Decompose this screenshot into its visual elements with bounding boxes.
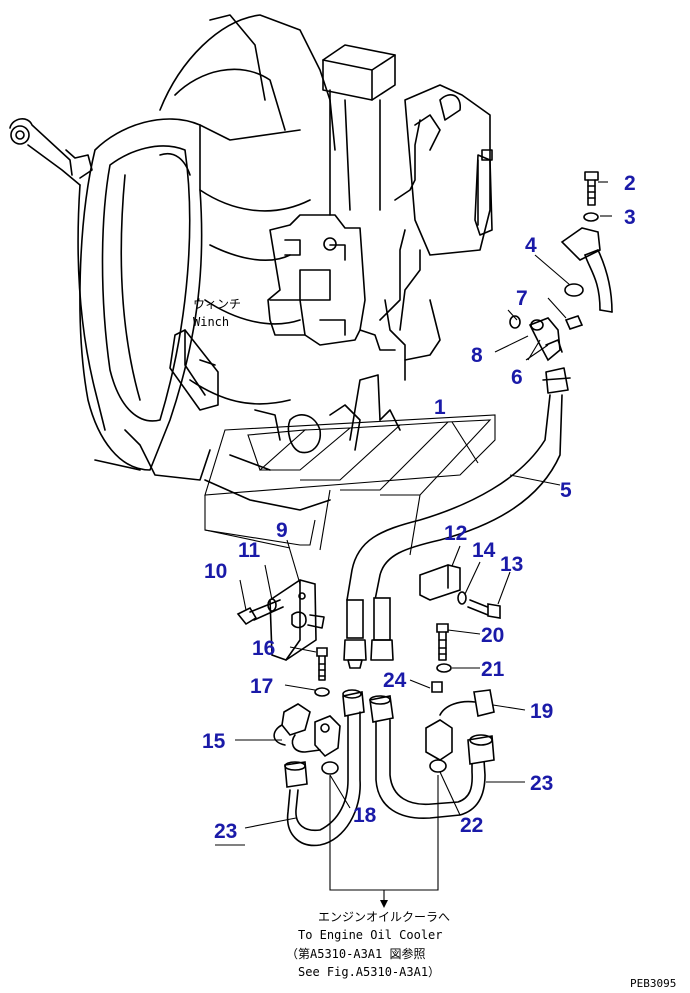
hose-23-left: [284, 689, 365, 847]
mounting-bracket-outline: [204, 414, 496, 556]
callout-8: 8: [471, 344, 483, 367]
callout-24: 24: [383, 669, 407, 692]
callout-10: 10: [204, 560, 227, 583]
bolt-16: [316, 647, 328, 681]
leader-lines: [215, 181, 612, 846]
elbow-19: [425, 689, 495, 761]
hose-assembly-upper: [343, 367, 571, 669]
bolt-10: [236, 599, 284, 626]
callout-2: 2: [624, 172, 636, 195]
callout-14: 14: [472, 539, 496, 562]
destination-arrow: [329, 775, 439, 908]
callout-20: 20: [481, 624, 504, 647]
winch-assembly: [9, 14, 493, 511]
note-en: To Engine Oil Cooler: [298, 928, 443, 942]
callout-5: 5: [560, 479, 572, 502]
washer-3: [583, 212, 599, 222]
winch-label-jp: ウィンチ: [193, 297, 241, 311]
winch-label-en: Winch: [193, 315, 229, 329]
callout-13: 13: [500, 553, 523, 576]
elbow-15: [273, 703, 341, 758]
callout-3: 3: [624, 206, 636, 229]
callout-7: 7: [516, 287, 528, 310]
callout-17: 17: [250, 675, 273, 698]
callout-22: 22: [460, 814, 483, 837]
bolt-13: [467, 599, 501, 619]
note-jp: エンジンオイルクーラへ: [318, 910, 450, 924]
bolt-20: [436, 623, 449, 661]
washer-21: [436, 663, 452, 673]
plug-7: [564, 315, 584, 330]
bracket-9: [269, 579, 325, 661]
winch-label: ウィンチ Winch: [193, 297, 241, 329]
elbow-6: [528, 317, 563, 362]
washer-17: [314, 687, 330, 697]
callout-18: 18: [353, 804, 377, 827]
callout-4: 4: [525, 234, 537, 257]
callout-19: 19: [530, 700, 553, 723]
o-ring-22: [429, 759, 447, 773]
callout-1: 1: [434, 396, 446, 419]
callout-numbers: 1 2 3 4 5 6 7 8 9 10 11 12 13 14 15 16 1…: [202, 172, 636, 843]
note-ref-jp: （第A5310-A3A1 図参照: [286, 946, 425, 961]
hose-23-right: [369, 695, 495, 819]
note-ref-en: See Fig.A5310-A3A1）: [298, 965, 440, 979]
callout-6: 6: [511, 366, 523, 389]
callout-12: 12: [444, 522, 467, 545]
callout-23-left: 23: [214, 820, 237, 843]
pipe-4: [560, 227, 613, 313]
o-ring-18: [321, 761, 339, 775]
callout-9: 9: [276, 519, 288, 542]
washer-14: [457, 591, 467, 605]
callout-16: 16: [252, 637, 275, 660]
callout-21: 21: [481, 658, 505, 681]
callout-11: 11: [238, 539, 261, 562]
plug-24: [431, 681, 443, 693]
callout-15: 15: [202, 730, 226, 753]
bolt-2: [584, 171, 599, 206]
drawing-code: PEB3095: [630, 977, 676, 990]
bracket-12: [419, 564, 461, 601]
o-ring-8: [509, 315, 521, 329]
callout-23-right: 23: [530, 772, 553, 795]
destination-note: エンジンオイルクーラへ To Engine Oil Cooler （第A5310…: [286, 910, 450, 979]
